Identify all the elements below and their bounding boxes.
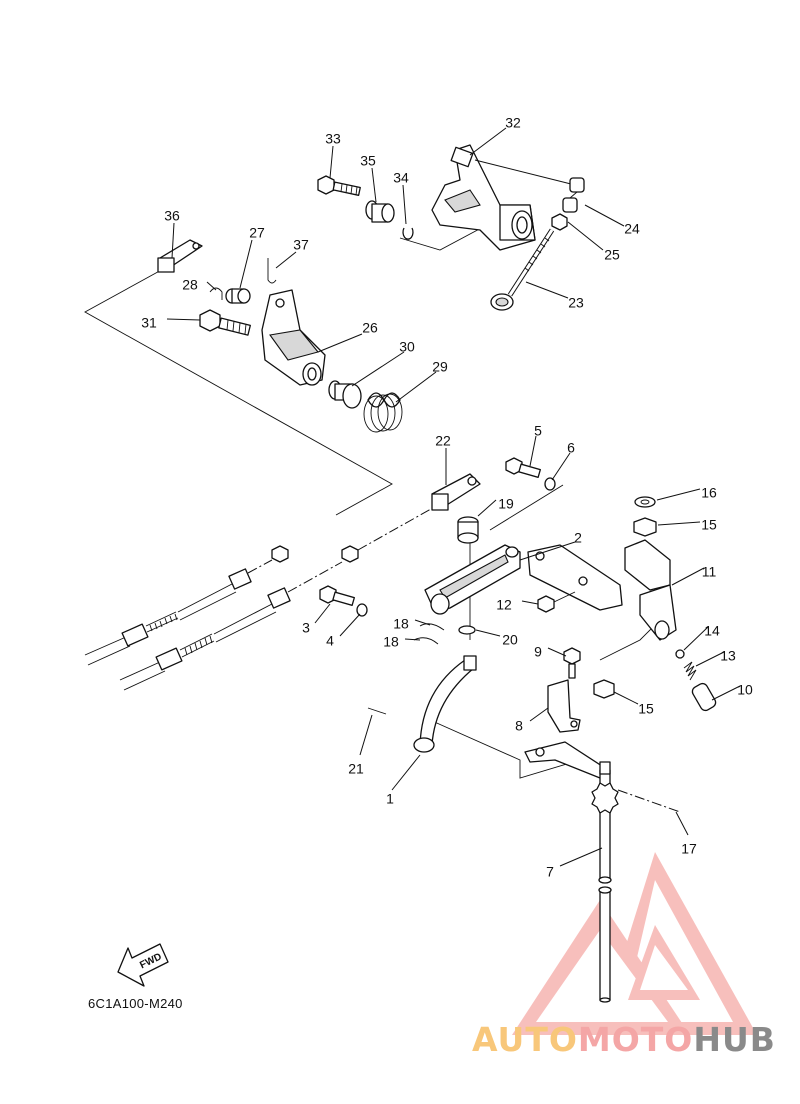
cable-joint-22: [431, 473, 481, 511]
cable-nut-1: [271, 545, 289, 563]
callout-9: 9: [534, 644, 542, 660]
shift-lever-2: [424, 544, 521, 615]
callout-10: 10: [737, 682, 753, 698]
callout-18a: 18: [393, 616, 409, 632]
callout-37: 37: [293, 237, 309, 253]
bolt-3: [319, 585, 355, 607]
lever-8: [547, 679, 581, 733]
callout-14: 14: [704, 623, 720, 639]
shift-rod-7: [524, 741, 619, 1003]
collar-19: [457, 516, 479, 544]
callout-31: 31: [141, 315, 157, 331]
spring-13: [683, 661, 697, 681]
pin-37: [267, 258, 277, 284]
bolt-5: [505, 457, 541, 479]
cable-joint-36: [157, 239, 203, 273]
watermark-text: AUTOMOTOHUB: [472, 1020, 776, 1059]
callout-34: 34: [393, 170, 409, 186]
bolt-12: [537, 591, 576, 613]
bolt-33: [317, 175, 361, 196]
bolt-31: [199, 309, 251, 336]
callout-4: 4: [326, 633, 334, 649]
callout-17: 17: [681, 841, 697, 857]
callout-19: 19: [498, 496, 514, 512]
plunger-10: [691, 682, 717, 712]
callout-5: 5: [534, 423, 542, 439]
callout-11: 11: [702, 564, 717, 580]
callout-13: 13: [720, 648, 736, 664]
watermark-part-2: MOTO: [577, 1020, 694, 1059]
callout-25: 25: [604, 247, 620, 263]
link-joint-24: [562, 177, 585, 213]
callout-2: 2: [574, 530, 582, 546]
callout-21: 21: [348, 761, 364, 777]
collar-15-upper: [633, 517, 657, 537]
callout-18b: 18: [383, 634, 399, 650]
callout-6: 6: [567, 440, 575, 456]
throttle-lever-26: [261, 289, 326, 386]
callout-22: 22: [435, 433, 451, 449]
ball-14: [675, 649, 685, 659]
callout-leaders: [166, 127, 741, 867]
collar-15-lower: [593, 679, 615, 699]
clip-34: [402, 227, 414, 240]
throttle-cam-bracket-32: [431, 144, 576, 251]
shift-arm-1: [413, 655, 477, 753]
callout-1: 1: [386, 791, 394, 807]
callout-36: 36: [164, 208, 180, 224]
callout-8: 8: [515, 718, 523, 734]
cable-ribbed-section-2: [179, 633, 215, 658]
callout-33: 33: [325, 131, 341, 147]
bolt-9: [563, 647, 581, 679]
watermark-part-3: HUB: [693, 1020, 776, 1059]
watermark-part-1: AUTO: [472, 1020, 578, 1059]
callout-7: 7: [546, 864, 554, 880]
washer-20: [458, 625, 476, 635]
callout-23: 23: [568, 295, 584, 311]
pin-17: [617, 789, 681, 813]
washer-16: [634, 496, 656, 508]
callout-labels: 1234567891011121314151516171818192021222…: [141, 115, 753, 880]
forward-direction-arrow-icon: FWD: [117, 943, 169, 987]
callout-30: 30: [399, 339, 415, 355]
collar-27: [225, 288, 251, 304]
washer-6: [544, 477, 556, 491]
washer-4: [356, 603, 368, 617]
callout-16: 16: [701, 485, 717, 501]
link-rod-23: [490, 228, 555, 311]
clip-28: [209, 287, 223, 300]
cable-nut-2: [341, 545, 359, 563]
throttle-shift-cables: [84, 504, 439, 691]
callout-24: 24: [624, 221, 640, 237]
clip-18: [413, 623, 445, 645]
spring-29: [363, 392, 403, 433]
pin-21: [367, 707, 387, 715]
callout-15b: 15: [638, 701, 654, 717]
callout-29: 29: [432, 359, 448, 375]
callout-35: 35: [360, 153, 376, 169]
collar-35: [365, 200, 395, 223]
callout-20: 20: [502, 632, 518, 648]
callout-26: 26: [362, 320, 378, 336]
callout-28: 28: [182, 277, 198, 293]
collar-30: [328, 380, 362, 409]
cable-ribbed-section-1: [145, 611, 179, 633]
nut-25: [551, 213, 568, 231]
bracket-11: [624, 539, 677, 641]
callout-15a: 15: [701, 517, 717, 533]
callout-27: 27: [249, 225, 265, 241]
diagram-code: 6C1A100-M240: [88, 996, 183, 1011]
callout-3: 3: [302, 620, 310, 636]
callout-12: 12: [496, 597, 512, 613]
callout-32: 32: [505, 115, 521, 131]
